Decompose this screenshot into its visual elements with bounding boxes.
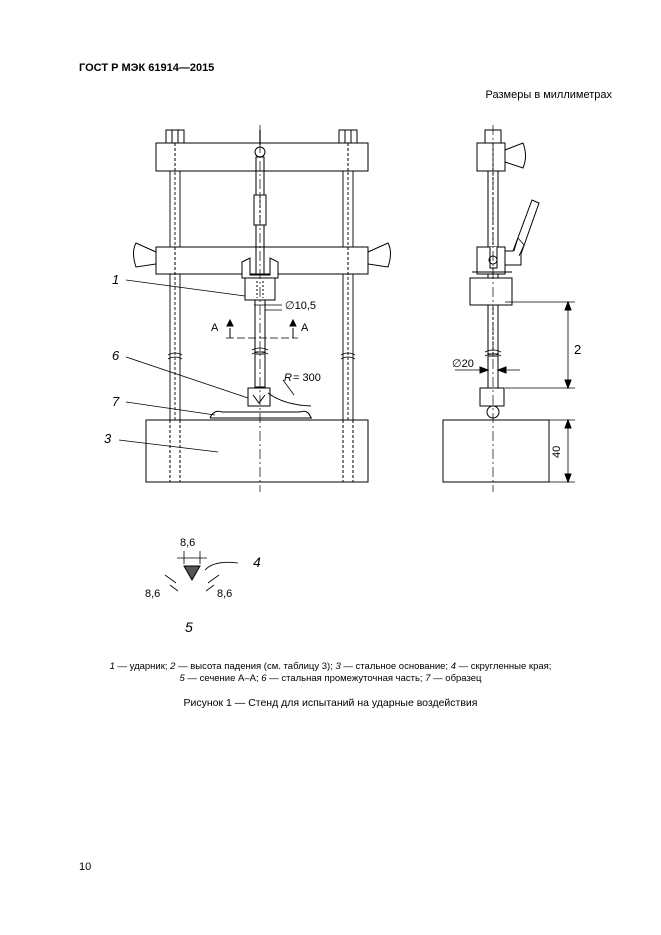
dim-edge-left: 8,6 [145,588,160,600]
dim-ball-diameter: ∅10,5 [285,300,316,312]
figure-caption: Рисунок 1 — Стенд для испытаний на ударн… [183,697,478,709]
callout-2: 2 [574,342,581,357]
section-label-right: A [301,322,309,334]
legend-line-2: 5 — сечение А–А; 6 — стальная промежуточ… [179,673,482,684]
callout-3: 3 [104,431,112,446]
dim-base-height: 40 [551,446,563,458]
dim-rod-diameter: ∅20 [452,358,474,370]
dim-edge-top: 8,6 [180,537,195,549]
callout-1: 1 [112,272,119,287]
side-view [442,125,575,492]
front-view [118,125,391,492]
section-a-a [164,551,239,592]
page-number: 10 [79,861,92,873]
callout-7: 7 [112,394,120,409]
radius-value: = 300 [293,372,321,384]
callout-5: 5 [185,619,193,635]
callout-4: 4 [253,554,261,570]
dim-edge-right: 8,6 [217,588,232,600]
section-label-left: A [211,322,219,334]
units-note: Размеры в миллиметрах [485,89,612,101]
legend-line-1: 1 — ударник; 2 — высота падения (см. таб… [109,661,552,672]
callout-6: 6 [112,348,120,363]
radius-label: R [284,372,292,384]
document-header: ГОСТ Р МЭК 61914—2015 [79,62,215,74]
